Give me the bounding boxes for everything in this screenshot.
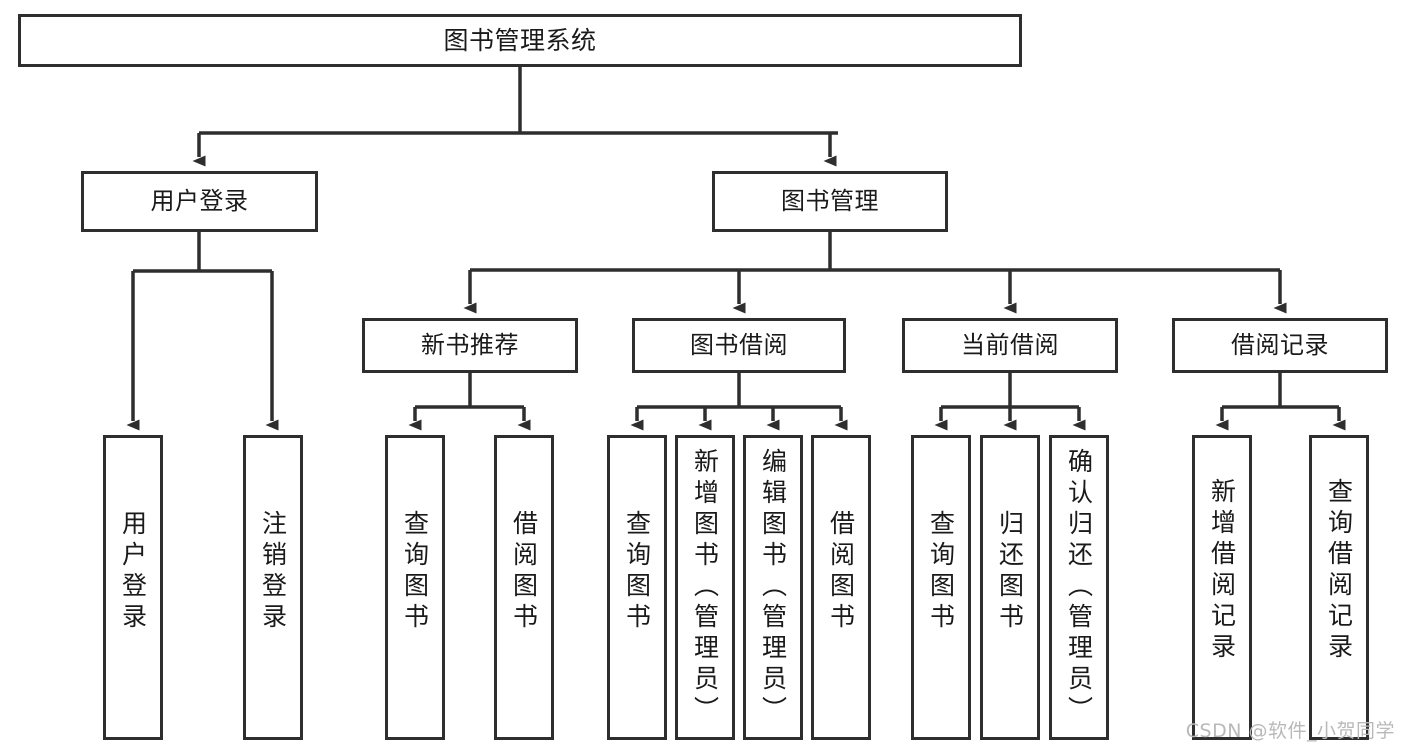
node-leaf-query-borrow-record[interactable]: 查询借阅记录 (1309, 435, 1369, 740)
node-leaf-add-book-admin[interactable]: 新增图书（管理员） (675, 435, 735, 740)
node-label: 注销登录 (258, 510, 288, 634)
node-label: 新增借阅记录 (1207, 478, 1237, 664)
node-leaf-query-book-recommend[interactable]: 查询图书 (385, 435, 445, 740)
node-new-book-recommend[interactable]: 新书推荐 (362, 318, 578, 373)
node-book-borrow[interactable]: 图书借阅 (632, 318, 846, 373)
node-current-borrow[interactable]: 当前借阅 (902, 318, 1118, 373)
node-book-management[interactable]: 图书管理 (712, 171, 948, 232)
node-label: 确认归还（管理员） (1064, 448, 1094, 727)
node-leaf-return-book[interactable]: 归还图书 (980, 435, 1040, 740)
node-label: 查询图书 (400, 510, 430, 634)
node-leaf-add-borrow-record[interactable]: 新增借阅记录 (1192, 435, 1252, 740)
node-root-system[interactable]: 图书管理系统 (18, 14, 1022, 67)
node-label: 借阅记录 (1231, 331, 1329, 360)
node-user-login[interactable]: 用户登录 (81, 171, 318, 232)
node-leaf-user-login[interactable]: 用户登录 (103, 435, 163, 740)
node-label: 查询图书 (622, 510, 652, 634)
node-label: 查询图书 (926, 510, 956, 634)
node-leaf-user-logout[interactable]: 注销登录 (243, 435, 303, 740)
node-label: 借阅图书 (826, 510, 856, 634)
node-label: 借阅图书 (509, 510, 539, 634)
node-label: 用户登录 (118, 510, 148, 634)
node-label: 新书推荐 (421, 331, 519, 360)
node-leaf-edit-book-admin[interactable]: 编辑图书（管理员） (743, 435, 803, 740)
node-label: 图书管理 (781, 187, 879, 216)
node-label: 新增图书（管理员） (690, 448, 720, 727)
node-leaf-query-book-current[interactable]: 查询图书 (911, 435, 971, 740)
node-label: 用户登录 (150, 187, 249, 216)
node-leaf-confirm-return-admin[interactable]: 确认归还（管理员） (1049, 435, 1109, 740)
node-label: 当前借阅 (961, 331, 1059, 360)
node-leaf-borrow-book-recommend[interactable]: 借阅图书 (494, 435, 554, 740)
node-leaf-borrow-book[interactable]: 借阅图书 (811, 435, 871, 740)
node-label: 编辑图书（管理员） (758, 448, 788, 727)
node-label: 归还图书 (995, 510, 1025, 634)
node-borrow-record[interactable]: 借阅记录 (1172, 318, 1388, 373)
node-leaf-query-book-borrow[interactable]: 查询图书 (607, 435, 667, 740)
node-label: 图书管理系统 (443, 25, 597, 55)
node-label: 查询借阅记录 (1324, 478, 1354, 664)
node-label: 图书借阅 (690, 331, 788, 360)
watermark: CSDN @软件_小贺同学 (1185, 720, 1395, 742)
